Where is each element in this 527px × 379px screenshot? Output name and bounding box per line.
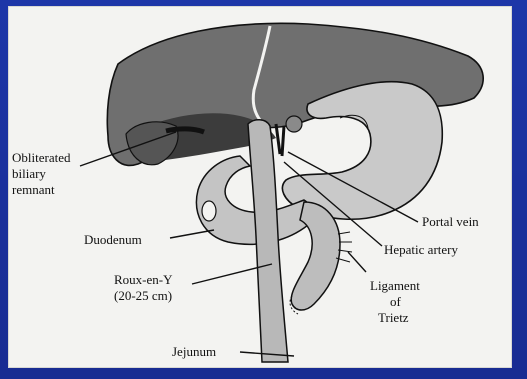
label-roux-1: Roux-en-Y (114, 272, 173, 287)
leader-duodenum (170, 230, 214, 238)
label-portal-vein: Portal vein (422, 214, 479, 229)
label-obliterated-3: remnant (12, 182, 55, 197)
label-obliterated-1: Obliterated (12, 150, 71, 165)
duodenum-lumen (202, 201, 216, 221)
figure-panel: Obliterated biliary remnant Portal vein … (8, 6, 512, 368)
hepatic-vessel-knot (286, 116, 302, 132)
label-ligament-2: of (390, 294, 402, 309)
label-ligament-3: Trietz (378, 310, 409, 325)
label-ligament-1: Ligament (370, 278, 420, 293)
kasai-anatomy-diagram: Obliterated biliary remnant Portal vein … (8, 6, 512, 368)
label-obliterated-2: biliary (12, 166, 46, 181)
label-roux-2: (20-25 cm) (114, 288, 172, 303)
label-hepatic-artery: Hepatic artery (384, 242, 458, 257)
label-duodenum: Duodenum (84, 232, 142, 247)
leader-ligament (348, 252, 366, 272)
label-jejunum: Jejunum (172, 344, 216, 359)
